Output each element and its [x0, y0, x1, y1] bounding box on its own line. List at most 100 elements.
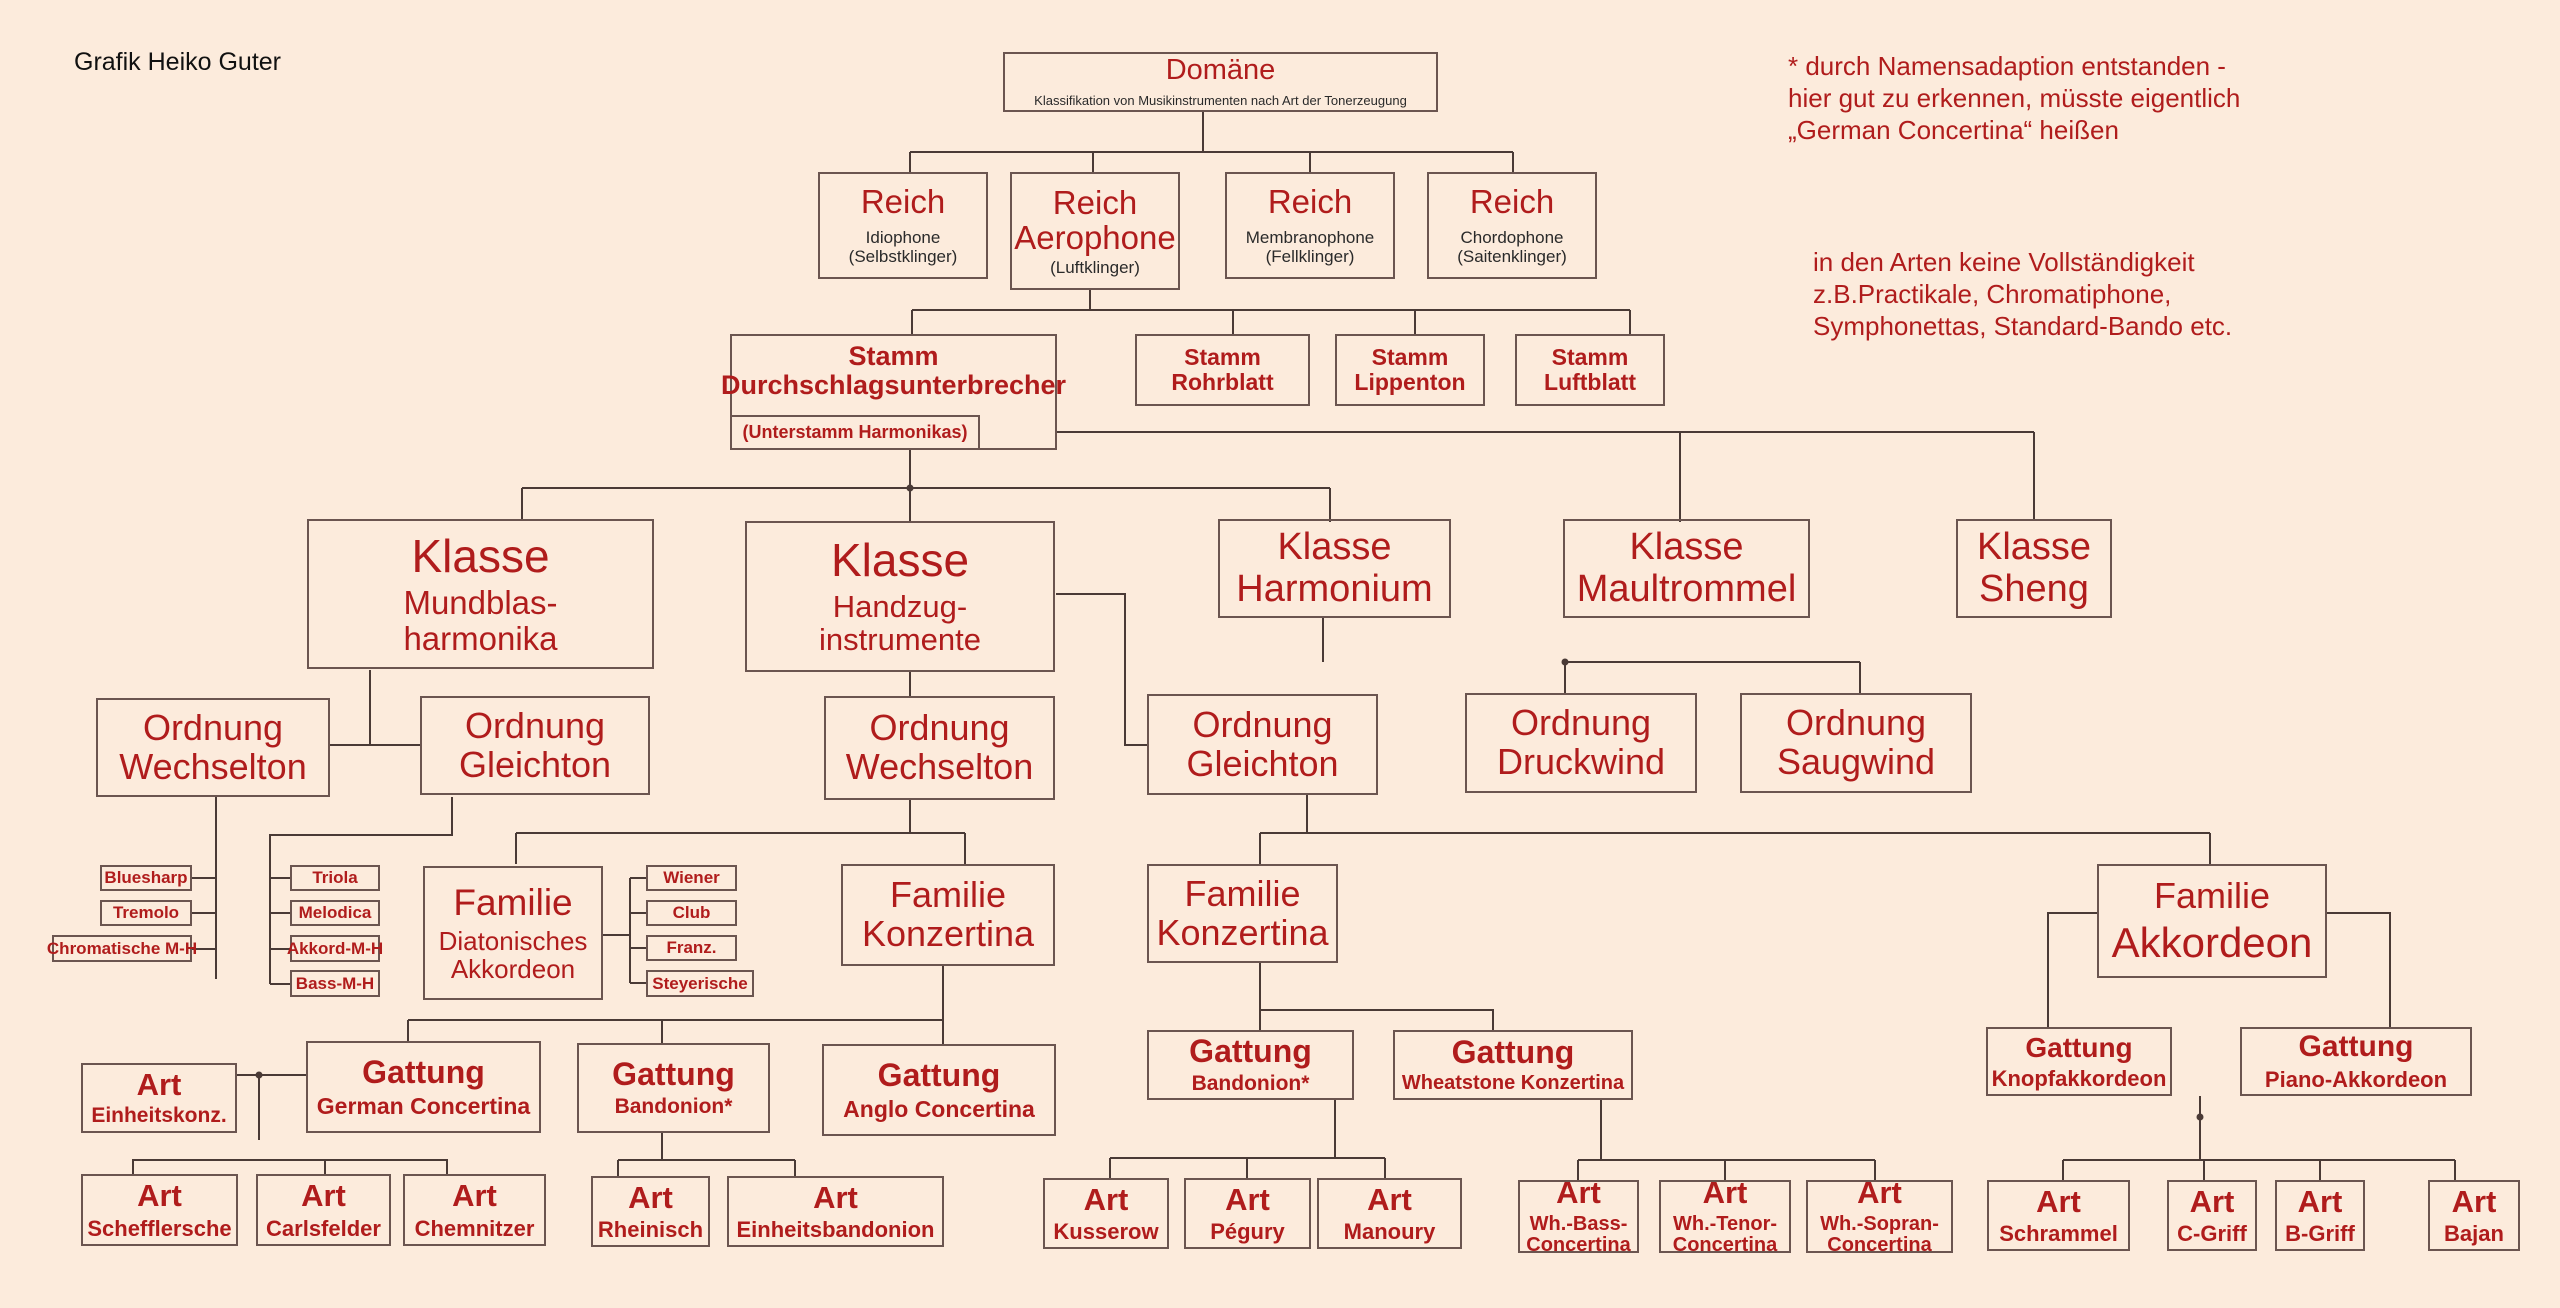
node-title: Art	[2036, 1183, 2081, 1219]
reich-aero-node: Reich Aerophone(Luftklinger)	[1010, 172, 1180, 290]
node-description: Chordophone (Saitenklinger)	[1457, 227, 1567, 267]
node-title: Art	[1083, 1181, 1129, 1217]
node-title: Gattung	[612, 1056, 735, 1093]
ord-gleich-mund-node: Ordnung Gleichton	[420, 696, 650, 795]
ord-wechsel-mund-node: Ordnung Wechselton	[96, 698, 330, 797]
klasse-sheng-node: Klasse Sheng	[1956, 519, 2112, 618]
club-leaf: Club	[646, 900, 737, 926]
node-title: Art	[301, 1178, 346, 1214]
node-title: Klasse Sheng	[1976, 526, 2092, 610]
node-title: Reich	[860, 183, 946, 221]
node-title: Familie Konzertina	[861, 874, 1035, 954]
node-title: Stamm Luftblatt	[1544, 344, 1636, 395]
node-subtitle: Chemnitzer	[414, 1215, 535, 1241]
ord-wechsel-hand-node: Ordnung Wechselton	[824, 696, 1055, 800]
stamm-lippen-node: Stamm Lippenton	[1335, 334, 1485, 406]
node-title: Gattung	[877, 1057, 1001, 1094]
node-subtitle: Bandonion*	[1191, 1071, 1310, 1095]
ord-gleich-hand-node: Ordnung Gleichton	[1147, 694, 1378, 795]
node-subtitle: Pégury	[1210, 1219, 1285, 1245]
node-title: Ordnung Druckwind	[1496, 702, 1666, 782]
node-title: Art	[813, 1179, 858, 1215]
klasse-maul-node: Klasse Maultrommel	[1563, 519, 1810, 618]
node-title: Art	[452, 1178, 497, 1214]
node-title: Art	[1702, 1175, 1748, 1211]
node-subtitle: Carlsfelder	[266, 1215, 381, 1241]
node-title: Klasse Harmonium	[1236, 526, 1433, 610]
credit-label: Grafik Heiko Guter	[74, 48, 282, 76]
node-title: Art	[1367, 1181, 1412, 1217]
node-subtitle: Wh.-Bass- Concertina	[1526, 1212, 1631, 1257]
steyerische-leaf: Steyerische	[646, 970, 754, 997]
chromatische-leaf: Chromatische M-H	[47, 935, 197, 962]
node-title: Art	[2297, 1183, 2343, 1219]
node-description: Klassifikation von Musikinstrumenten nac…	[1034, 93, 1407, 109]
node-subtitle: Kusserow	[1053, 1219, 1159, 1245]
wiener-leaf: Wiener	[646, 865, 737, 891]
stamm-luft-node: Stamm Luftblatt	[1515, 334, 1665, 406]
node-title: Ordnung Gleichton	[458, 704, 612, 785]
node-subtitle: Einheitskonz.	[91, 1104, 227, 1128]
asterisk-note: * durch Namensadaption entstanden - hier…	[1788, 51, 2241, 145]
stamm-durch-node: Stamm Durchschlagsunterbrecher	[721, 334, 1066, 450]
node-title: Stamm Rohrblatt	[1171, 344, 1274, 395]
klasse-harm-node: Klasse Harmonium	[1218, 519, 1451, 618]
node-subtitle: Schrammel	[1999, 1221, 2118, 1247]
akkord-mh-leaf: Akkord-M-H	[287, 935, 383, 962]
node-subtitle: Knopfakkordeon	[1991, 1065, 2167, 1091]
node-subtitle: Piano-Akkordeon	[2264, 1066, 2448, 1092]
bluesharp-leaf: Bluesharp	[100, 865, 192, 891]
node-subtitle: Manoury	[1343, 1219, 1436, 1245]
node-subtitle: Anglo Concertina	[843, 1095, 1035, 1122]
fam-konz-w-node: Familie Konzertina	[841, 864, 1055, 966]
node-title: Gattung	[362, 1054, 485, 1091]
node-title: Familie Konzertina	[1156, 872, 1329, 953]
node-subtitle: Wheatstone Konzertina	[1401, 1072, 1625, 1095]
node-subtitle: Wh.-Tenor- Concertina	[1672, 1212, 1778, 1257]
node-title: Art	[2451, 1183, 2497, 1219]
node-title: Stamm Durchschlagsunterbrecher	[720, 341, 1067, 401]
triola-leaf: Triola	[290, 865, 380, 891]
node-subtitle: Wh.-Sopran- Concertina	[1820, 1212, 1939, 1257]
node-description: Idiophone (Selbstklinger)	[848, 227, 958, 267]
node-title: Art	[1857, 1175, 1902, 1211]
node-subtitle: Bajan	[2444, 1221, 2504, 1247]
stamm-rohr-node: Stamm Rohrblatt	[1135, 334, 1310, 406]
node-subtitle: B-Griff	[2285, 1221, 2355, 1247]
node-subtitle: Diatonisches Akkordeon	[438, 925, 588, 984]
node-title: Stamm Lippenton	[1354, 344, 1466, 395]
node-title: Ordnung Wechselton	[119, 706, 307, 787]
node-title: Gattung	[2025, 1031, 2133, 1063]
node-subtitle: Einheitsbandonion	[736, 1217, 935, 1243]
node-subtitle: C-Griff	[2177, 1221, 2247, 1247]
node-title: Ordnung Saugwind	[1776, 702, 1936, 782]
node-title: Art	[1225, 1181, 1270, 1217]
node-description: (Luftklinger)	[1050, 257, 1140, 277]
completeness-note: in den Arten keine Vollständigkeit z.B.P…	[1813, 247, 2233, 341]
node-title: Art	[136, 1066, 182, 1102]
node-title: Familie	[2153, 874, 2270, 916]
tremolo-leaf: Tremolo	[100, 900, 192, 926]
